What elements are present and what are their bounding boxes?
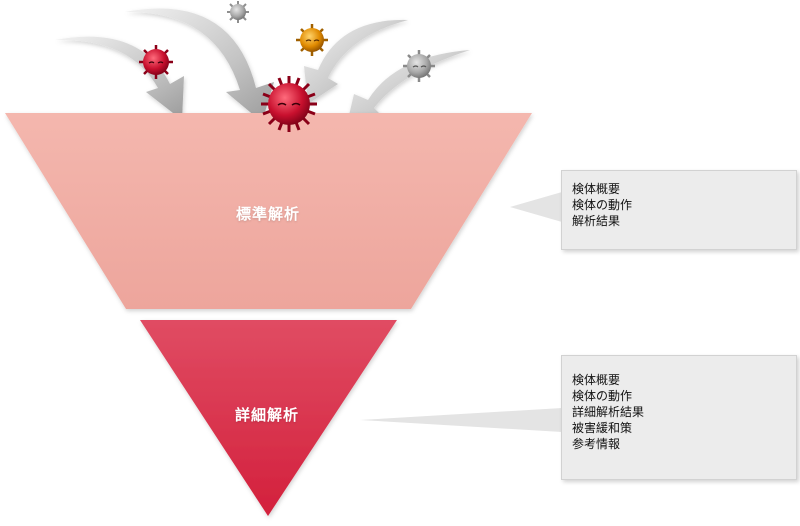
detailed-callout-pointer: [360, 408, 562, 432]
standard-analysis-funnel: [5, 113, 532, 309]
standard-callout-pointer: [510, 192, 562, 222]
detailed-analysis-label: 詳細解析: [234, 406, 299, 424]
callout-item: 詳細解析結果: [572, 405, 645, 419]
callout-item: 被害緩和策: [572, 421, 633, 435]
standard-analysis-label: 標準解析: [235, 205, 300, 223]
curved-arrow-icon: [304, 19, 408, 104]
virus-icon: [403, 50, 435, 82]
callout-item: 参考情報: [572, 437, 621, 451]
callout-item: 検体の動作: [572, 389, 633, 403]
callout-item: 検体概要: [572, 182, 621, 196]
virus-icon: [261, 76, 317, 132]
callout-item: 検体概要: [572, 373, 621, 387]
standard-analysis-callout: 検体概要 検体の動作 解析結果: [561, 170, 797, 250]
virus-icon: [139, 45, 173, 79]
callout-item: 検体の動作: [572, 198, 633, 212]
callout-item: 解析結果: [572, 214, 621, 228]
virus-icon: [296, 24, 328, 56]
curved-arrow-icon: [55, 36, 184, 121]
detailed-analysis-funnel: [140, 320, 397, 516]
virus-icon: [227, 1, 249, 23]
curved-arrow-icon: [125, 8, 274, 122]
detailed-analysis-callout: 検体概要 検体の動作 詳細解析結果 被害緩和策 参考情報: [561, 355, 797, 480]
